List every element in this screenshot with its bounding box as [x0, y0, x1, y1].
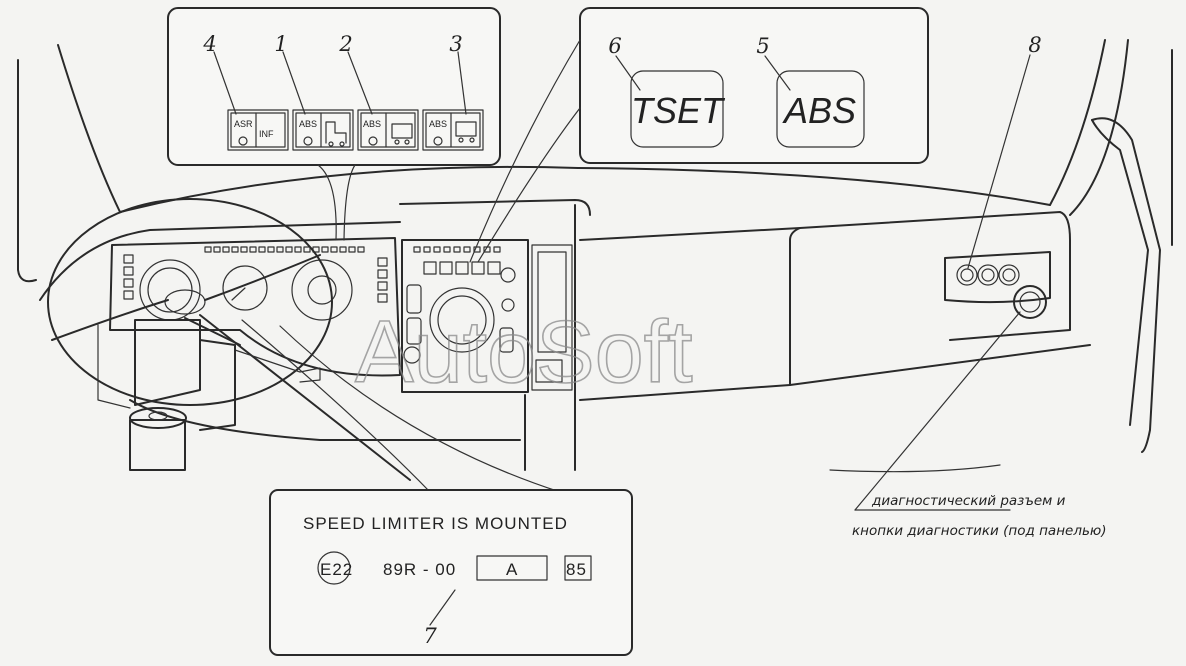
- cluster-side-button: [377, 269, 388, 279]
- cluster-led: [285, 246, 293, 253]
- console-led: [423, 246, 431, 253]
- cluster-led: [303, 246, 311, 253]
- abs-label-3: ABS: [429, 119, 447, 129]
- cluster-side-button: [123, 254, 134, 264]
- console-led: [443, 246, 451, 253]
- abs-label-1: ABS: [299, 119, 317, 129]
- steering-wheel: [47, 198, 411, 481]
- console-led: [463, 246, 471, 253]
- plate-mark: E22: [320, 560, 353, 579]
- plate-class: A: [506, 560, 518, 579]
- watermark: AutoSoft: [355, 302, 693, 401]
- abs-display-label: ABS: [782, 90, 856, 131]
- cluster-led: [339, 246, 347, 253]
- abs-trailer-lamp-2: ABS: [357, 109, 419, 151]
- callout-6: 6: [608, 34, 621, 58]
- console-led: [493, 246, 501, 253]
- console-button: [455, 261, 469, 275]
- cluster-side-button: [123, 290, 134, 300]
- abs-trailer-lamp-3: ABS: [422, 109, 484, 151]
- callout-2: 2: [338, 32, 352, 56]
- cluster-led: [294, 246, 302, 253]
- cluster-led: [222, 246, 230, 253]
- callout-3: 3: [449, 32, 462, 56]
- cluster-led: [249, 246, 257, 253]
- console-button: [439, 261, 453, 275]
- cluster-led: [357, 246, 365, 253]
- cluster-side-button: [377, 281, 388, 291]
- diagnostic-panel: [944, 251, 1051, 319]
- callout-1: 1: [274, 32, 287, 56]
- cluster-led: [267, 246, 275, 253]
- cluster-led: [240, 246, 248, 253]
- plate-title: SPEED LIMITER IS MOUNTED: [303, 514, 568, 533]
- speed-limiter-plate: SPEED LIMITER IS MOUNTED E22 89R - 00 A …: [241, 319, 633, 656]
- asr-indicator-lamp: ASR INF: [227, 109, 289, 151]
- callout-8-group: 8: [967, 33, 1042, 269]
- callout-7: 7: [423, 624, 437, 648]
- console-led: [473, 246, 481, 253]
- callout-5: 5: [756, 34, 769, 58]
- tset-display: TSET: [630, 70, 726, 148]
- indicator-inset: ASR INF ABS ABS ABS: [167, 7, 501, 241]
- cluster-led: [258, 246, 266, 253]
- abs-label-2: ABS: [363, 119, 381, 129]
- console-button: [423, 261, 437, 275]
- cluster-led: [231, 246, 239, 253]
- cluster-led: [321, 246, 329, 253]
- center-console: [401, 239, 573, 393]
- console-led: [433, 246, 441, 253]
- diagnostic-note-line2: кнопки диагностики (под панелью): [852, 523, 1107, 539]
- diagnostic-note: диагностический разъем и кнопки диагност…: [852, 311, 1107, 539]
- abs-trailer-lamp-1: ABS: [292, 109, 354, 151]
- cluster-led: [330, 246, 338, 253]
- plate-value: 85: [566, 560, 587, 579]
- callout-4: 4: [202, 32, 216, 56]
- console-button: [487, 261, 501, 275]
- inf-label: INF: [259, 129, 274, 139]
- cluster-led: [204, 246, 212, 253]
- plate-code: 89R - 00: [383, 560, 456, 579]
- cluster-side-button: [377, 257, 388, 267]
- cluster-side-button: [377, 293, 388, 303]
- dashboard: [39, 199, 1091, 473]
- callout-8: 8: [1028, 33, 1041, 57]
- console-button: [471, 261, 485, 275]
- console-led: [413, 246, 421, 253]
- console-led: [453, 246, 461, 253]
- tset-label: TSET: [631, 90, 726, 131]
- cluster-led: [213, 246, 221, 253]
- diagnostic-note-line1: диагностический разъем и: [871, 493, 1066, 509]
- cluster-led: [348, 246, 356, 253]
- cluster-led: [276, 246, 284, 253]
- cluster-side-button: [123, 278, 134, 288]
- asr-label: ASR: [234, 119, 253, 129]
- abs-display: ABS: [776, 70, 865, 148]
- display-inset: TSET ABS 6 5: [469, 7, 929, 263]
- cluster-side-button: [123, 266, 134, 276]
